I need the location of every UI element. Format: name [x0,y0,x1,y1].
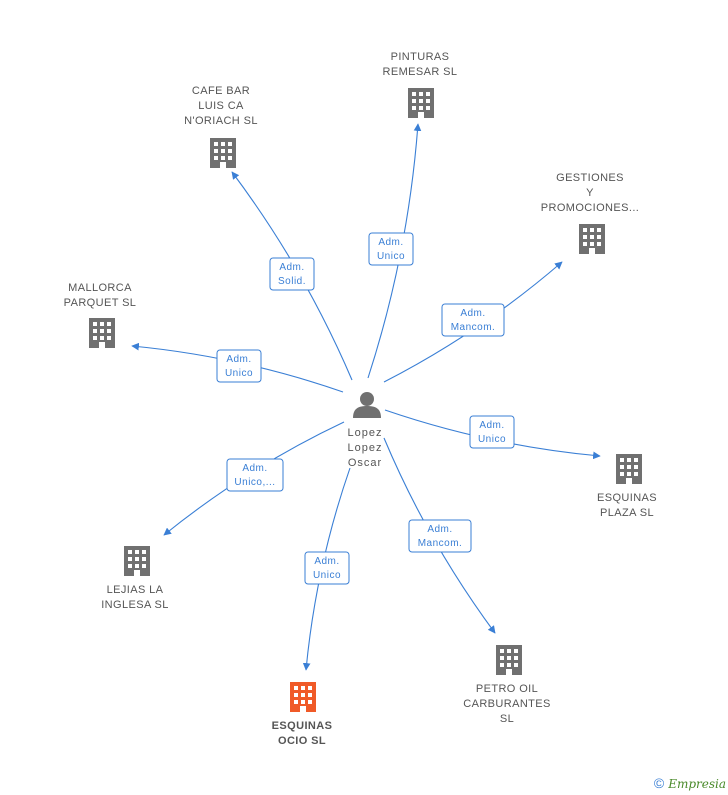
company-label-line-2: CARBURANTES [463,698,551,710]
company-label-line-1: GESTIONES [556,172,624,184]
center-label-line-2: Lopez [348,442,383,454]
role-box [368,232,414,266]
company-node-mallorca[interactable]: MALLORCA PARQUET SL [64,282,137,348]
company-node-petro-oil[interactable]: PETRO OIL CARBURANTES SL [463,645,551,725]
footer-brand[interactable]: ©Empresia [654,775,726,791]
role-label-cafe-bar[interactable]: Adm. Solid. [269,257,315,291]
company-node-esquinas-plaza[interactable]: ESQUINAS PLAZA SL [597,454,657,519]
role-box [441,303,505,337]
role-box [469,415,515,449]
role-box [304,551,350,585]
company-label-line-3: N'ORIACH SL [184,115,258,127]
center-label-line-3: Oscar [348,457,382,469]
role-text-line-2: Mancom. [451,322,496,333]
role-label-esquinas-ocio[interactable]: Adm. Unico [304,551,350,585]
role-text-line-2: Solid. [278,276,306,287]
company-node-cafe-bar[interactable]: CAFE BAR LUIS CA N'ORIACH SL [184,85,258,168]
role-text-line-2: Unico,... [234,477,275,488]
role-text-line-1: Adm. [314,556,339,567]
role-text-line-1: Adm. [279,262,304,273]
building-icon [496,645,522,675]
company-label-line-3: SL [500,713,514,725]
role-text-line-2: Unico [377,251,405,262]
copyright-icon: © [653,775,665,791]
company-node-lejias[interactable]: LEJIAS LA INGLESA SL [101,546,169,611]
role-text-line-1: Adm. [460,308,485,319]
role-text-line-2: Unico [478,434,506,445]
company-node-gestiones[interactable]: GESTIONES Y PROMOCIONES... [541,172,640,254]
company-label-line-1: ESQUINAS [272,720,333,732]
role-label-esquinas-plaza[interactable]: Adm. Unico [469,415,515,449]
role-text-line-1: Adm. [427,524,452,535]
role-box [408,519,472,553]
role-label-mallorca[interactable]: Adm. Unico [216,349,262,383]
brand-logo: Empresia [668,777,726,791]
role-text-line-2: Mancom. [418,538,463,549]
center-node[interactable]: Lopez Lopez Oscar [348,392,383,469]
company-node-esquinas-ocio[interactable]: ESQUINAS OCIO SL [272,682,333,747]
roles-layer: Adm.Solid.Adm.UnicoAdm.Mancom.Adm.UnicoA… [216,232,515,585]
company-label-line-2: REMESAR SL [383,66,458,78]
building-icon [89,318,115,348]
role-label-petro-oil[interactable]: Adm. Mancom. [408,519,472,553]
building-icon [210,138,236,168]
person-icon [353,392,381,418]
role-text-line-2: Unico [225,368,253,379]
company-label-line-2: Y [586,187,594,199]
company-node-pinturas[interactable]: PINTURAS REMESAR SL [383,51,458,118]
company-label-line-2: PARQUET SL [64,297,137,309]
company-label-line-1: LEJIAS LA [107,584,164,596]
company-label-line-1: CAFE BAR [192,85,250,97]
role-text-line-1: Adm. [226,354,251,365]
role-label-gestiones[interactable]: Adm. Mancom. [441,303,505,337]
company-label-line-2: INGLESA SL [101,599,169,611]
role-text-line-1: Adm. [242,463,267,474]
company-label-line-3: PROMOCIONES... [541,202,640,214]
building-icon [124,546,150,576]
company-label-line-2: OCIO SL [278,735,326,747]
building-icon [290,682,316,712]
company-label-line-2: PLAZA SL [600,507,654,519]
building-icon [408,88,434,118]
center-label-line-1: Lopez [348,427,383,439]
role-box [216,349,262,383]
company-label-line-1: ESQUINAS [597,492,657,504]
building-icon [579,224,605,254]
role-text-line-2: Unico [313,570,341,581]
company-label-line-1: MALLORCA [68,282,132,294]
role-box [226,458,284,492]
company-label-line-2: LUIS CA [198,100,244,112]
nodes-layer: CAFE BAR LUIS CA N'ORIACH SL PINTURAS REMESA… [64,51,657,747]
role-label-lejias[interactable]: Adm. Unico,... [226,458,284,492]
role-box [269,257,315,291]
role-label-pinturas[interactable]: Adm. Unico [368,232,414,266]
role-text-line-1: Adm. [479,420,504,431]
role-text-line-1: Adm. [378,237,403,248]
building-icon [616,454,642,484]
company-label-line-1: PINTURAS [391,51,450,63]
company-label-line-1: PETRO OIL [476,683,538,695]
